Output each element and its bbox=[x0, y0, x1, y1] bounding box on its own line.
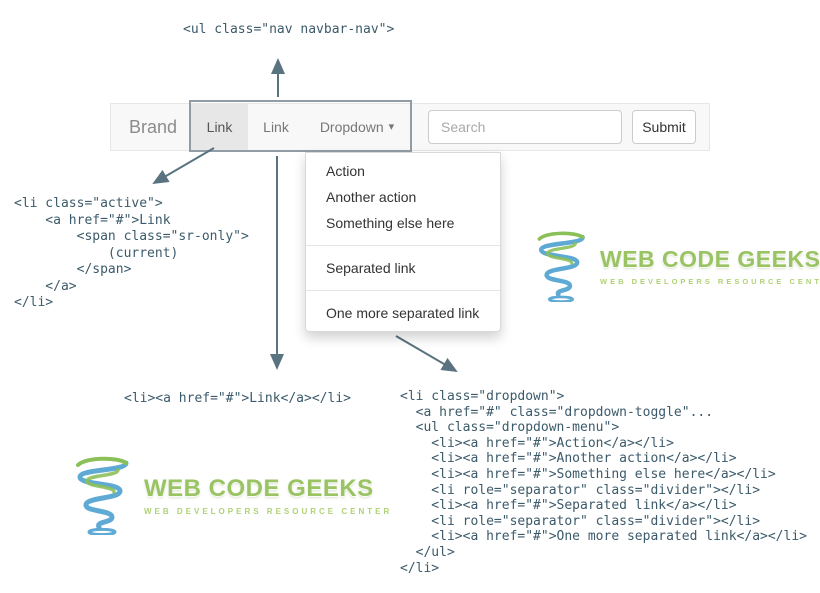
dropdown-item-one-more-separated-link[interactable]: One more separated link bbox=[326, 305, 480, 321]
webcodegeeks-logo: WEB CODE GEEKS WEB DEVELOPERS RESOURCE C… bbox=[532, 230, 820, 302]
webcodegeeks-swirl-icon bbox=[537, 231, 585, 302]
caret-down-icon: ▾ bbox=[388, 120, 395, 133]
code-ul-navbar-nav: <ul class="nav navbar-nav"> bbox=[183, 22, 395, 37]
logo-text: WEB CODE GEEKS WEB DEVELOPERS RESOURCE C… bbox=[144, 475, 392, 516]
nav-item-link[interactable]: Link bbox=[248, 104, 304, 150]
code-li-link: <li><a href="#">Link</a></li> bbox=[124, 391, 351, 406]
dropdown-divider bbox=[306, 290, 500, 291]
navbar-nav: Link Link Dropdown ▾ bbox=[191, 104, 410, 150]
webcodegeeks-logo: WEB CODE GEEKS WEB DEVELOPERS RESOURCE C… bbox=[70, 455, 392, 535]
nav-item-dropdown-toggle[interactable]: Dropdown ▾ bbox=[304, 104, 410, 150]
dropdown-item-something-else[interactable]: Something else here bbox=[326, 215, 455, 231]
logo-subtitle: WEB DEVELOPERS RESOURCE CENTER bbox=[600, 277, 820, 286]
nav-item-label: Dropdown bbox=[319, 119, 384, 135]
logo-title: WEB CODE GEEKS bbox=[144, 474, 374, 502]
nav-item-label: Link bbox=[263, 119, 289, 135]
search-input[interactable] bbox=[428, 110, 622, 144]
logo-subtitle: WEB DEVELOPERS RESOURCE CENTER bbox=[144, 506, 393, 516]
code-li-dropdown: <li class="dropdown"> <a href="#" class=… bbox=[400, 389, 807, 576]
submit-button[interactable]: Submit bbox=[632, 110, 696, 144]
arrow-active-link-to-code bbox=[152, 147, 215, 185]
arrow-dropdown-to-code bbox=[395, 335, 458, 373]
dropdown-item-another-action[interactable]: Another action bbox=[326, 189, 417, 205]
webcodegeeks-swirl-icon bbox=[76, 456, 129, 535]
nav-item-label: Link bbox=[206, 119, 233, 135]
dropdown-item-separated-link[interactable]: Separated link bbox=[326, 260, 416, 276]
dropdown-divider bbox=[306, 245, 500, 246]
nav-item-link-active[interactable]: Link bbox=[191, 104, 248, 150]
dropdown-menu: Action Another action Something else her… bbox=[305, 152, 501, 332]
dropdown-item-action[interactable]: Action bbox=[326, 163, 365, 179]
navbar-brand[interactable]: Brand bbox=[129, 116, 178, 137]
logo-text: WEB CODE GEEKS WEB DEVELOPERS RESOURCE C… bbox=[600, 246, 820, 286]
code-li-active: <li class="active"> <a href="#">Link <sp… bbox=[14, 196, 249, 310]
logo-title: WEB CODE GEEKS bbox=[600, 246, 820, 272]
